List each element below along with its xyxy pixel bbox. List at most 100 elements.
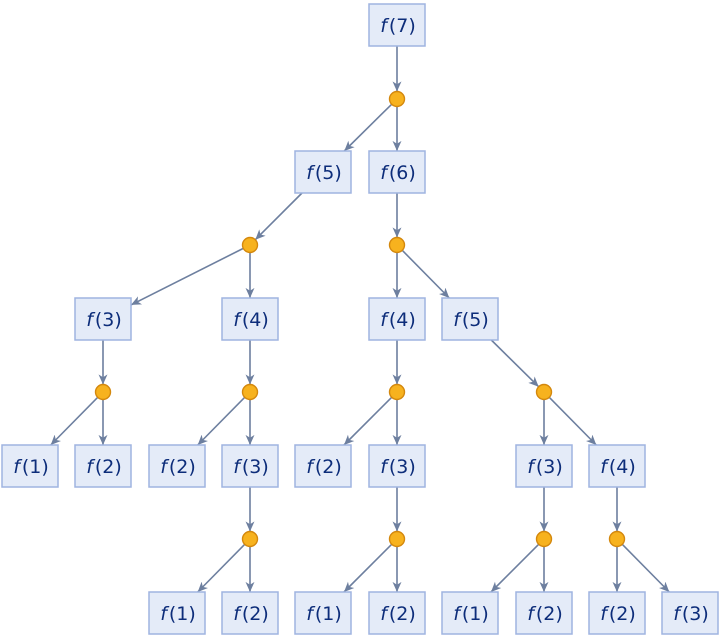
node-n3a: f(3) [74, 297, 132, 341]
node-function-name: f [380, 15, 390, 37]
edge-n5b-to-j5b [490, 339, 540, 388]
node-label: f(4) [233, 309, 269, 331]
node-argument: (7) [389, 15, 416, 37]
node-argument: (1) [315, 603, 342, 625]
node-box [661, 591, 719, 635]
node-argument: (3) [536, 456, 563, 478]
edge-j3d-to-n1d [490, 543, 540, 593]
join-dot-j3a [94, 383, 112, 401]
node-box [368, 444, 426, 488]
node-function-name: f [453, 309, 463, 331]
node-box [74, 444, 132, 488]
node-box [368, 591, 426, 635]
node-argument: (2) [315, 456, 342, 478]
join-points [94, 90, 626, 548]
join-dot-j4b [388, 383, 406, 401]
node-label: f(1) [306, 603, 342, 625]
node-label: f(1) [13, 456, 49, 478]
node-function-name: f [160, 456, 170, 478]
node-box [588, 444, 646, 488]
node-argument: (2) [609, 603, 636, 625]
node-label: f(4) [600, 456, 636, 478]
node-function-name: f [306, 162, 316, 184]
node-n2g: f(2) [588, 591, 646, 635]
node-n1d: f(1) [441, 591, 499, 635]
node-n2b: f(2) [148, 444, 206, 488]
node-label: f(3) [527, 456, 563, 478]
node-function-name: f [306, 603, 316, 625]
node-function-name: f [673, 603, 683, 625]
node-argument: (2) [169, 456, 196, 478]
node-function-name: f [233, 456, 243, 478]
node-label: f(1) [453, 603, 489, 625]
node-n4c: f(4) [588, 444, 646, 488]
node-n4b: f(4) [368, 297, 426, 341]
node-argument: (2) [242, 603, 269, 625]
node-function-name: f [380, 309, 390, 331]
node-argument: (1) [22, 456, 49, 478]
node-box [368, 297, 426, 341]
join-dot-j5b [535, 383, 553, 401]
node-label: f(2) [160, 456, 196, 478]
node-box [294, 591, 352, 635]
node-n5b: f(5) [441, 297, 499, 341]
edges [50, 46, 670, 593]
edge-n5a-to-j5a [254, 192, 303, 241]
node-label: f(5) [453, 309, 489, 331]
node-argument: (4) [242, 309, 269, 331]
edge-j3a-to-n1a [50, 396, 99, 446]
node-function-name: f [306, 456, 316, 478]
node-function-name: f [380, 603, 390, 625]
join-dot-j3c [388, 530, 406, 548]
node-argument: (3) [95, 309, 122, 331]
node-box [221, 591, 279, 635]
node-box [441, 591, 499, 635]
node-function-name: f [600, 603, 610, 625]
node-n2d: f(2) [221, 591, 279, 635]
node-function-name: f [380, 456, 390, 478]
node-n1a: f(1) [1, 444, 59, 488]
node-label: f(1) [160, 603, 196, 625]
edge-j3b-to-n1b [197, 543, 246, 593]
node-box [368, 150, 426, 194]
node-label: f(7) [380, 15, 416, 37]
node-function-name: f [160, 603, 170, 625]
node-argument: (4) [609, 456, 636, 478]
node-function-name: f [233, 603, 243, 625]
node-box [368, 3, 426, 47]
node-label: f(3) [233, 456, 269, 478]
node-n2c: f(2) [294, 444, 352, 488]
node-argument: (3) [682, 603, 709, 625]
node-n6: f(6) [368, 150, 426, 194]
node-n7: f(7) [368, 3, 426, 47]
node-label: f(2) [86, 456, 122, 478]
edge-j3c-to-n1c [343, 543, 393, 593]
node-box [221, 297, 279, 341]
edge-j4c-to-n3e [621, 543, 670, 593]
node-n1b: f(1) [148, 591, 206, 635]
node-n2a: f(2) [74, 444, 132, 488]
node-argument: (1) [462, 603, 489, 625]
node-box [148, 591, 206, 635]
node-n1c: f(1) [294, 591, 352, 635]
node-function-name: f [13, 456, 23, 478]
node-n4a: f(4) [221, 297, 279, 341]
join-dot-j7 [388, 90, 406, 108]
node-label: f(2) [233, 603, 269, 625]
node-n3e: f(3) [661, 591, 719, 635]
node-argument: (2) [95, 456, 122, 478]
node-argument: (5) [315, 162, 342, 184]
node-label: f(6) [380, 162, 416, 184]
node-label: f(2) [306, 456, 342, 478]
node-box [515, 444, 573, 488]
node-function-name: f [600, 456, 610, 478]
node-box [588, 591, 646, 635]
node-box [148, 444, 206, 488]
node-box [441, 297, 499, 341]
node-box [74, 297, 132, 341]
edge-j6-to-n5b [401, 249, 450, 299]
node-label: f(3) [86, 309, 122, 331]
node-function-name: f [527, 603, 537, 625]
node-n3b: f(3) [221, 444, 279, 488]
